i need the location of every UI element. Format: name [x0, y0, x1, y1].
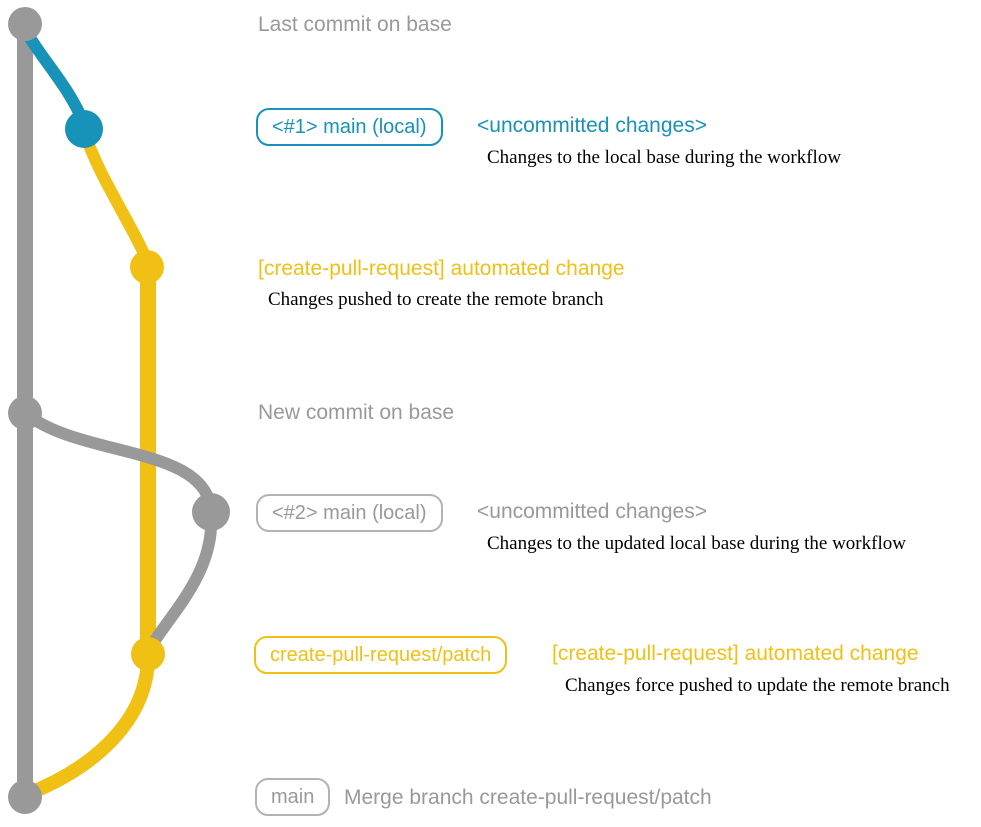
commit-desc-uncommitted-1: Changes to the local base during the wor… — [487, 147, 842, 168]
commit-node-merge — [8, 780, 42, 814]
label-new-commit-on-base: New commit on base — [258, 401, 455, 424]
patch-merge-edge — [21, 643, 156, 801]
commit-title-uncommitted-1: <uncommitted changes> — [477, 114, 707, 137]
commit-node-last-base — [8, 7, 42, 41]
updated-main-branch-edge — [19, 407, 217, 516]
branch-badge-main-local-1: <#1> main (local) — [256, 108, 443, 146]
commit-desc-uncommitted-2: Changes to the updated local base during… — [487, 533, 906, 554]
branch-badge-create-pull-request-patch: create-pull-request/patch — [254, 636, 508, 674]
commit-node-patch-1 — [130, 250, 164, 284]
commit-node-local-1 — [65, 110, 103, 148]
commit-title-automated-2: [create-pull-request] automated change — [552, 642, 919, 665]
force-push-edge — [144, 508, 218, 654]
commit-title-uncommitted-2: <uncommitted changes> — [477, 500, 707, 523]
label-last-commit-on-base: Last commit on base — [258, 13, 452, 36]
label-merge-branch: Merge branch create-pull-request/patch — [344, 786, 712, 809]
commit-node-local-2 — [192, 493, 230, 531]
branch-badge-main-local-2: <#2> main (local) — [256, 494, 443, 532]
commit-desc-automated-1: Changes pushed to create the remote bran… — [268, 289, 604, 310]
commit-title-automated-1: [create-pull-request] automated change — [258, 257, 625, 280]
commit-desc-automated-2: Changes force pushed to update the remot… — [565, 675, 950, 696]
local-main-branch-edge — [19, 24, 90, 130]
patch-branch-upper-edge — [78, 125, 151, 262]
commit-node-new-base — [8, 396, 42, 430]
branch-badge-main: main — [255, 778, 331, 816]
commit-node-patch-2 — [131, 637, 165, 671]
